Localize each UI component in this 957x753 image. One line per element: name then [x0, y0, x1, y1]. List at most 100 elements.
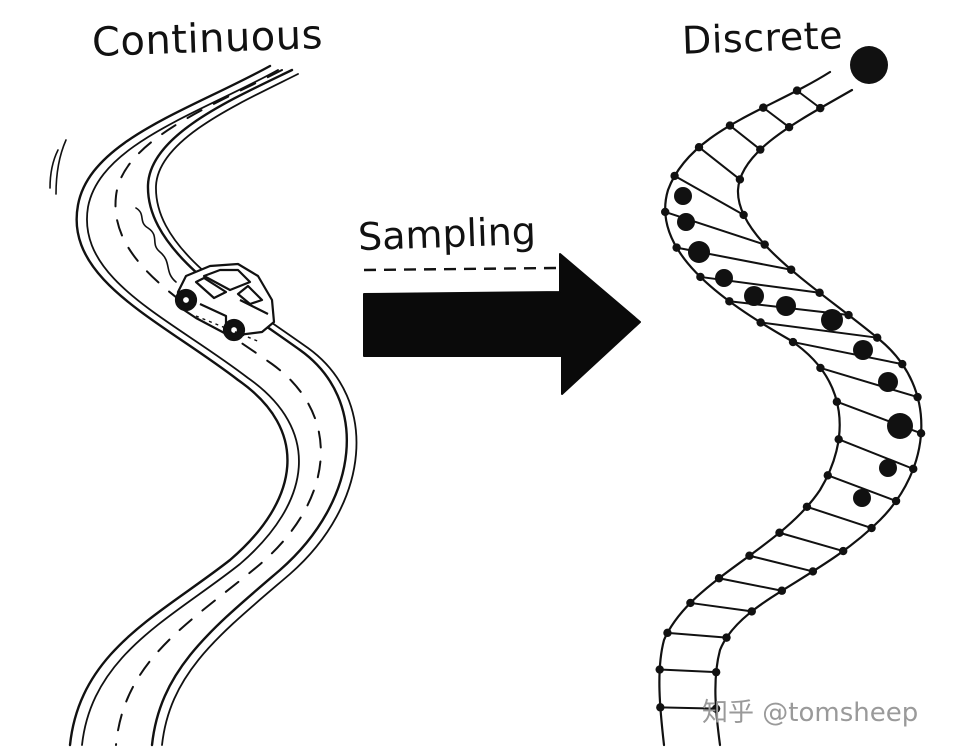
arrow-label-underline	[363, 266, 557, 272]
ladder-node	[792, 86, 802, 95]
ladder-node	[839, 546, 848, 556]
sample-point	[887, 413, 913, 439]
ladder-node	[725, 121, 735, 130]
ladder-node	[815, 288, 824, 297]
ladder-rung	[779, 531, 844, 553]
sample-point	[878, 372, 898, 392]
ladder-node	[747, 607, 756, 616]
ladder-node	[816, 363, 825, 373]
car-icon	[174, 262, 276, 343]
ladder-node	[784, 123, 794, 132]
ladder-node	[656, 703, 665, 712]
exhaust-squiggle	[135, 207, 177, 283]
ladder-node	[735, 175, 745, 184]
ladder-rung	[674, 175, 745, 216]
sample-point	[715, 269, 733, 287]
motion-lines	[49, 139, 67, 195]
ladder-node	[694, 143, 704, 152]
sample-point	[821, 309, 843, 331]
ladder-rung	[792, 341, 903, 366]
sample-point	[674, 187, 692, 205]
ladder-rung	[762, 106, 790, 129]
ladder-node	[808, 567, 818, 576]
ladder-node	[916, 429, 926, 438]
ladder-left-rail	[658, 70, 841, 747]
ladder-node	[686, 598, 695, 608]
ladder-node	[725, 297, 734, 306]
road-center-dashes	[114, 69, 322, 746]
sample-point	[879, 459, 897, 477]
ladder-node	[823, 471, 832, 480]
ladder-node	[714, 574, 724, 583]
ladder-rung	[796, 89, 821, 109]
sample-point	[744, 286, 764, 306]
ladder-rung	[690, 601, 752, 613]
ladder-node	[722, 633, 731, 642]
ladder-nodes	[655, 86, 926, 713]
sample-points	[674, 46, 913, 507]
sample-point	[677, 213, 695, 231]
road-left-edge-inner	[81, 69, 300, 746]
ladder-node	[711, 667, 721, 677]
ladder-node	[913, 392, 922, 402]
ladder-rung	[729, 124, 761, 151]
sample-point	[853, 340, 873, 360]
ladder-node	[696, 272, 705, 282]
ladder-rung	[718, 577, 783, 592]
ladder-node	[745, 551, 754, 560]
ladder-node	[873, 333, 882, 342]
sample-point	[776, 296, 796, 316]
ladder-node	[655, 665, 664, 674]
ladder-right-rail	[714, 88, 923, 747]
ladder-node	[802, 502, 812, 511]
sampling-label: Sampling	[357, 208, 537, 260]
sample-point	[853, 489, 871, 507]
sample-point	[850, 46, 888, 84]
ladder-node	[756, 145, 765, 154]
discrete-title: Discrete	[681, 13, 844, 63]
ladder-node	[777, 586, 787, 595]
ladder-node	[909, 464, 918, 474]
ladder-rung	[667, 631, 727, 639]
ladder-rung	[827, 474, 897, 502]
ladder-node	[670, 171, 679, 181]
road-right-edge	[146, 68, 349, 747]
ladder-node	[788, 337, 798, 347]
ladder-rung	[749, 554, 814, 573]
ladder-node	[661, 207, 670, 217]
ladder-node	[756, 318, 765, 327]
ladder-rung	[698, 146, 741, 181]
ladder-node	[672, 243, 681, 252]
road-left-edge	[68, 64, 289, 747]
ladder-rung	[806, 505, 872, 529]
ladder-node	[844, 310, 853, 320]
ladder-node	[759, 103, 768, 112]
ladder-node	[739, 210, 748, 220]
ladder-node	[775, 528, 784, 537]
ladder-node	[898, 359, 907, 369]
road-right-edge-inner	[155, 73, 358, 746]
continuous-title: Continuous	[91, 11, 324, 67]
ladder-node	[816, 103, 825, 113]
ladder-node	[832, 397, 842, 406]
ladder-node	[834, 435, 843, 444]
arrow-shape	[363, 253, 641, 395]
ladder-rung	[838, 438, 914, 470]
ladder-rung	[660, 706, 717, 710]
ladder-node	[867, 523, 876, 533]
ladder-node	[711, 704, 721, 713]
ladder-node	[760, 240, 769, 249]
ladder-node	[786, 265, 796, 274]
ladder-rung	[760, 321, 878, 339]
ladder-node	[891, 496, 901, 506]
ladder-node	[663, 628, 672, 638]
ladder-rung	[659, 668, 717, 674]
watermark: 知乎 @tomsheep	[702, 698, 919, 728]
sample-point	[688, 241, 710, 263]
ladder-rung	[820, 366, 918, 399]
ladder-rungs	[659, 89, 922, 710]
